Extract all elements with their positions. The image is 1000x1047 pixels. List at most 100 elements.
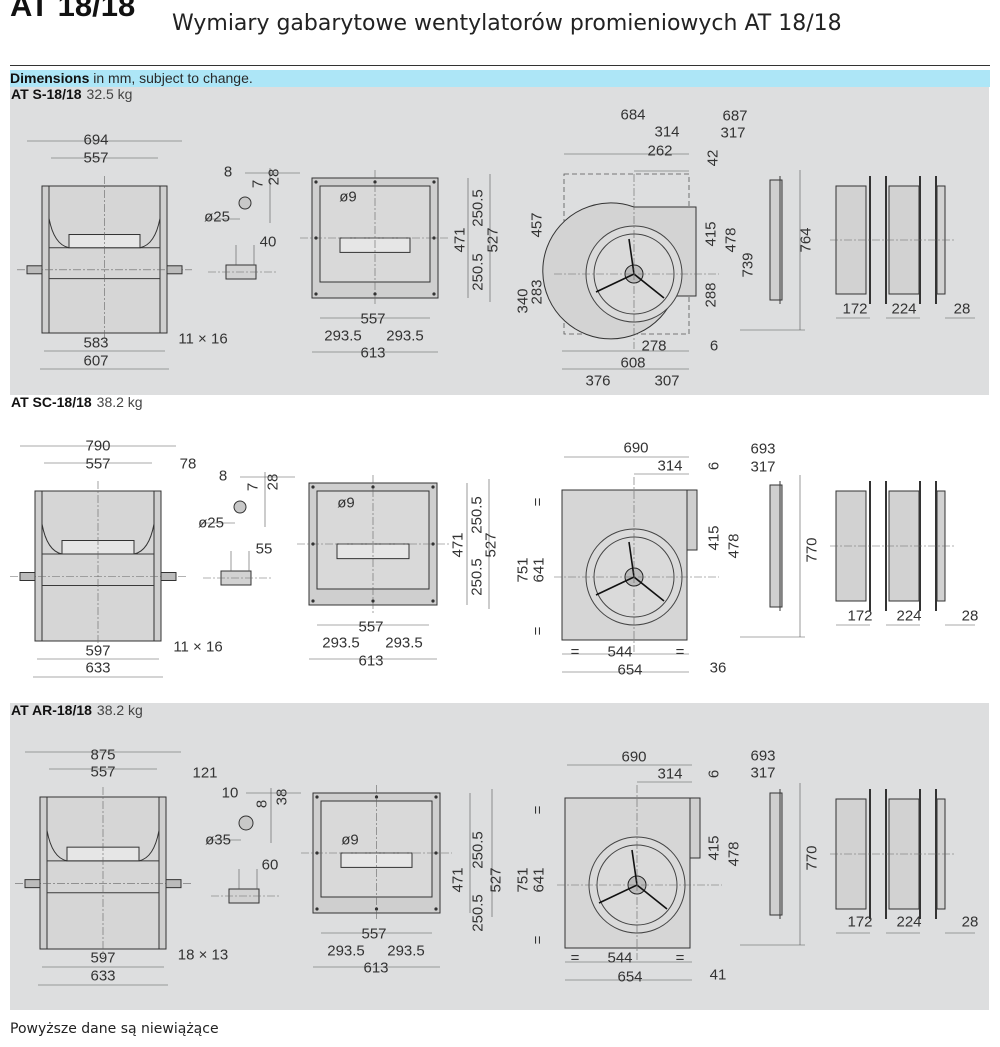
dimension-label: 250.5 [468,558,486,596]
dimension-label: 307 [654,372,680,390]
shaft [165,879,182,889]
dimension-label: = [529,805,547,815]
dimension-label: 376 [585,372,611,390]
dimension-label: ø25 [198,514,224,532]
dimension-label: 790 [85,437,111,455]
inlet-curve [41,523,155,555]
inlet-curve [48,218,161,249]
dimension-label: 293.5 [324,327,362,345]
dimension-label: 55 [255,540,273,558]
dimension-label: 293.5 [322,634,360,652]
dimension-label: 18 × 13 [177,946,229,964]
drawing-line [631,849,638,886]
dimension-label: 38 [273,788,291,806]
dimension-label: 28 [265,168,283,186]
drawing-line [595,576,635,596]
dimension-label: 527 [482,532,500,558]
dimension-label: 544 [607,643,633,661]
dimension-label: 8 [253,799,271,809]
dimension-label: 654 [617,968,643,986]
dimension-label: 544 [607,949,633,967]
dimension-label: 172 [847,607,873,625]
inlet-curve [46,830,160,862]
dimension-label: 42 [704,149,722,167]
bolt-hole [432,292,436,296]
dimension-label: ø25 [204,208,230,226]
dimension-label: 478 [725,533,743,559]
dimension-label: 415 [702,221,720,247]
drawing-line [633,273,665,299]
side-plate [41,185,50,334]
dimension-label: 633 [90,967,116,985]
dimension-label: 41 [709,966,727,984]
dimension-label: = [529,626,547,636]
dimension-label: = [529,935,547,945]
shaft-section [238,815,254,831]
dimension-label: 693 [750,440,776,458]
dimension-label: ø9 [341,831,359,849]
dimension-label: 172 [842,300,868,318]
dimension-label: 28 [961,913,979,931]
bolt-hole [314,292,318,296]
shaft [26,265,43,275]
drawing-line [628,541,635,578]
side-plate [158,796,167,950]
dimension-label: 224 [891,300,917,318]
dimension-label: 293.5 [385,634,423,652]
side-plate [34,490,43,642]
dimension-label: 11 × 16 [178,330,228,348]
bolt-hole [434,851,438,855]
note-bold: Dimensions [10,70,90,86]
dimension-label: 478 [725,841,743,867]
bolt-hole [314,180,318,184]
dimension-label: 278 [641,337,667,355]
dimension-label: ø35 [205,831,231,849]
dimension-label: 687 [722,107,748,125]
dimension-label: 613 [358,652,384,670]
drawing-line [636,884,668,910]
dimension-label: 250.5 [469,189,487,227]
dimension-label: 557 [85,455,111,473]
model-weight: 38.2 kg [96,702,143,718]
disclaimer-footer: Powyższe dane są niewiążące [10,1021,219,1037]
side-flange [769,484,783,608]
bolt-hole [311,485,315,489]
dimension-label: 36 [709,659,727,677]
bolt-hole [374,907,379,911]
dimension-label: 60 [261,856,279,874]
dimension-label: 597 [90,949,116,967]
dimension-label: 557 [360,310,386,328]
bolt-hole [373,180,377,184]
dimension-label: = [675,949,685,967]
dimension-label: 293.5 [327,942,365,960]
bolt-hole [434,795,438,799]
dimension-label: 471 [449,532,467,558]
dimension-label: 314 [657,457,683,475]
dimension-label: 641 [530,867,548,893]
page-subtitle: Wymiary gabarytowe wentylatorów promieni… [172,11,842,36]
dimension-label: 250.5 [469,831,487,869]
dimension-label: 262 [647,142,673,160]
drawing-line [595,273,635,293]
dimension-label: 527 [484,227,502,253]
dimension-label: 415 [705,835,723,861]
dimension-label: 250.5 [469,894,487,932]
dimension-label: 6 [705,769,723,779]
dimension-label: 293.5 [387,942,425,960]
dimension-label: 6 [705,461,723,471]
shaft-section [233,500,247,514]
dimension-label: 317 [750,764,776,782]
drawing-line [633,576,665,602]
side-plate [159,185,168,334]
dimension-label: 684 [620,106,646,124]
dimension-label: 557 [90,763,116,781]
dimension-label: 739 [739,252,757,278]
dimension-label: 457 [528,212,546,238]
model-weight: 32.5 kg [86,86,133,102]
side-plate [153,490,162,642]
dimension-label: 583 [83,334,109,352]
dimension-label: 8 [223,163,233,181]
bolt-hole [315,795,319,799]
